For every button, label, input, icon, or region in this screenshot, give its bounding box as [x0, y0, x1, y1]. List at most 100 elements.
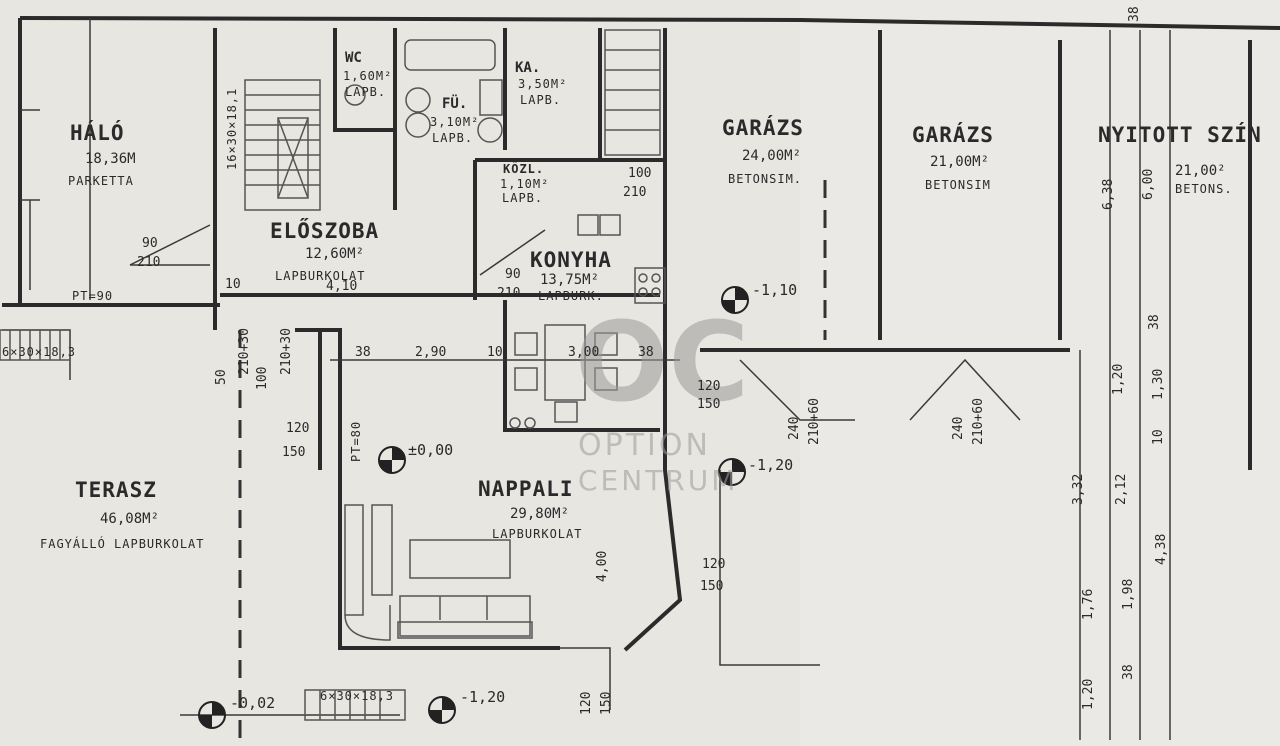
room-kozl-name: KÖZL.	[503, 161, 544, 176]
dim-10c: 10	[1151, 429, 1166, 445]
dim-212: 2,12	[1114, 474, 1129, 505]
dim-130: 1,30	[1151, 369, 1166, 400]
level-marker-1	[721, 286, 749, 314]
room-garazs2-finish: BETONSIM	[925, 178, 991, 192]
dim-90a: 90	[142, 236, 158, 251]
room-garazs1-area: 24,00M²	[742, 148, 801, 164]
dim-120d: 120	[579, 692, 594, 715]
dim-stair3: 16×30×18,1	[225, 88, 239, 170]
watermark-line2: CENTRUM	[578, 464, 738, 497]
room-terasz-name: TERASZ	[75, 478, 157, 502]
room-wc-area: 1,60M²	[343, 69, 392, 83]
watermark: OC OPTION CENTRUM	[575, 298, 749, 497]
dim-400: 4,00	[595, 551, 610, 582]
dim-120f: 1,20	[1081, 679, 1096, 710]
level-value-5: -1,20	[460, 688, 505, 706]
room-kozl-area: 1,10M²	[500, 177, 549, 191]
room-konyha-name: KONYHA	[530, 248, 612, 272]
dim-210a: 210	[137, 255, 160, 270]
room-kamra-finish: LAPB.	[520, 93, 561, 107]
room-garazs1-name: GARÁZS	[722, 115, 804, 140]
room-eloszoba-area: 12,60M²	[305, 246, 364, 262]
dim-150b: 150	[697, 397, 720, 412]
dim-38d: 38	[1147, 314, 1162, 330]
room-kozl-finish: LAPB.	[502, 191, 543, 205]
dim-150d: 150	[599, 692, 614, 715]
dim-332: 3,32	[1071, 474, 1086, 505]
level-markers	[198, 286, 749, 729]
level-value-3: -1,20	[748, 456, 793, 474]
room-furdo-area: 3,10M²	[430, 115, 479, 129]
dim-210c: 210	[623, 185, 646, 200]
dim-210b: 210	[497, 286, 520, 301]
room-nyitott-name: NYITOTT SZÍN	[1098, 122, 1262, 147]
room-halo-name: HÁLÓ	[70, 120, 125, 145]
dim-stair2: 6×30×18,3	[320, 689, 394, 703]
dim-176: 1,76	[1081, 589, 1096, 620]
room-garazs1-finish: BETONSIM.	[728, 172, 802, 186]
walls	[2, 16, 1280, 652]
dim-240b: 240	[951, 417, 966, 440]
dim-10b: 10	[225, 277, 241, 292]
dim-pt80: PT=80	[349, 421, 363, 462]
dimension-labels: 38 2,90 10 3,00 38 90 210 10 4,10 90 210…	[2, 6, 1169, 715]
room-wc-finish: LAPB.	[345, 85, 386, 99]
dim-38f: 38	[1121, 664, 1136, 680]
dim-120c: 120	[702, 557, 725, 572]
dim-120b: 120	[697, 379, 720, 394]
dim-50: 50	[214, 369, 229, 385]
level-marker-5	[428, 696, 456, 724]
dim-38a: 38	[355, 345, 371, 360]
dim-210-30a: 210+30	[237, 328, 252, 375]
dashed-lines	[238, 180, 827, 740]
dim-290: 2,90	[415, 345, 446, 360]
watermark-mark: OC	[575, 298, 749, 426]
level-marker-4	[198, 701, 226, 729]
dim-240a: 240	[787, 417, 802, 440]
room-nyitott-area: 21,00²	[1175, 163, 1226, 179]
room-furdo-name: FÜ.	[442, 94, 467, 112]
dim-100b: 100	[255, 367, 270, 390]
room-halo-finish: PARKETTA	[68, 174, 134, 188]
dim-210-30b: 210+30	[279, 328, 294, 375]
dim-120e: 1,20	[1111, 364, 1126, 395]
room-furdo-finish: LAPB.	[432, 131, 473, 145]
room-halo-area: 18,36M	[85, 151, 136, 167]
dim-410: 4,10	[326, 279, 357, 294]
paper-right	[800, 0, 1280, 746]
room-nappali-area: 29,80M²	[510, 506, 569, 522]
dim-100: 100	[628, 166, 651, 181]
dim-90b: 90	[505, 267, 521, 282]
room-kamra-name: KA.	[515, 60, 540, 76]
dim-300: 3,00	[568, 345, 599, 360]
dim-10a: 10	[487, 345, 503, 360]
level-values: -1,10 ±0,00 -1,20 -0,02 -1,20	[230, 281, 797, 712]
room-eloszoba-finish: LAPBURKOLAT	[275, 269, 365, 283]
room-kamra-area: 3,50M²	[518, 77, 567, 91]
room-garazs2-name: GARÁZS	[912, 122, 994, 147]
dim-438: 4,38	[1154, 534, 1169, 565]
level-value-4: -0,02	[230, 694, 275, 712]
watermark-line1: OPTION	[578, 428, 711, 463]
staircase	[0, 29, 661, 721]
dim-120a: 120	[286, 421, 309, 436]
room-labels: HÁLÓ 18,36M PARKETTA ELŐSZOBA 12,60M² LA…	[40, 50, 1262, 551]
room-terasz-area: 46,08M²	[100, 511, 159, 527]
furniture	[344, 39, 666, 641]
room-eloszoba-name: ELŐSZOBA	[270, 218, 379, 243]
dim-38c: 38	[1127, 6, 1142, 22]
dim-198: 1,98	[1121, 579, 1136, 610]
room-nyitott-finish: BETONS.	[1175, 182, 1233, 196]
room-nappali-finish: LAPBURKOLAT	[492, 527, 582, 541]
dim-150a: 150	[282, 445, 305, 460]
room-terasz-finish: FAGYÁLLÓ LAPBURKOLAT	[40, 536, 205, 551]
dim-pt90: PT=90	[72, 289, 113, 303]
level-marker-2	[378, 446, 406, 474]
dim-600: 6,00	[1141, 169, 1156, 200]
dim-stair1: 6×30×18,3	[2, 345, 76, 359]
dim-150c: 150	[700, 579, 723, 594]
dim-210-60a: 210+60	[807, 398, 822, 445]
dim-210-60b: 210+60	[971, 398, 986, 445]
level-value-2: ±0,00	[408, 441, 453, 459]
